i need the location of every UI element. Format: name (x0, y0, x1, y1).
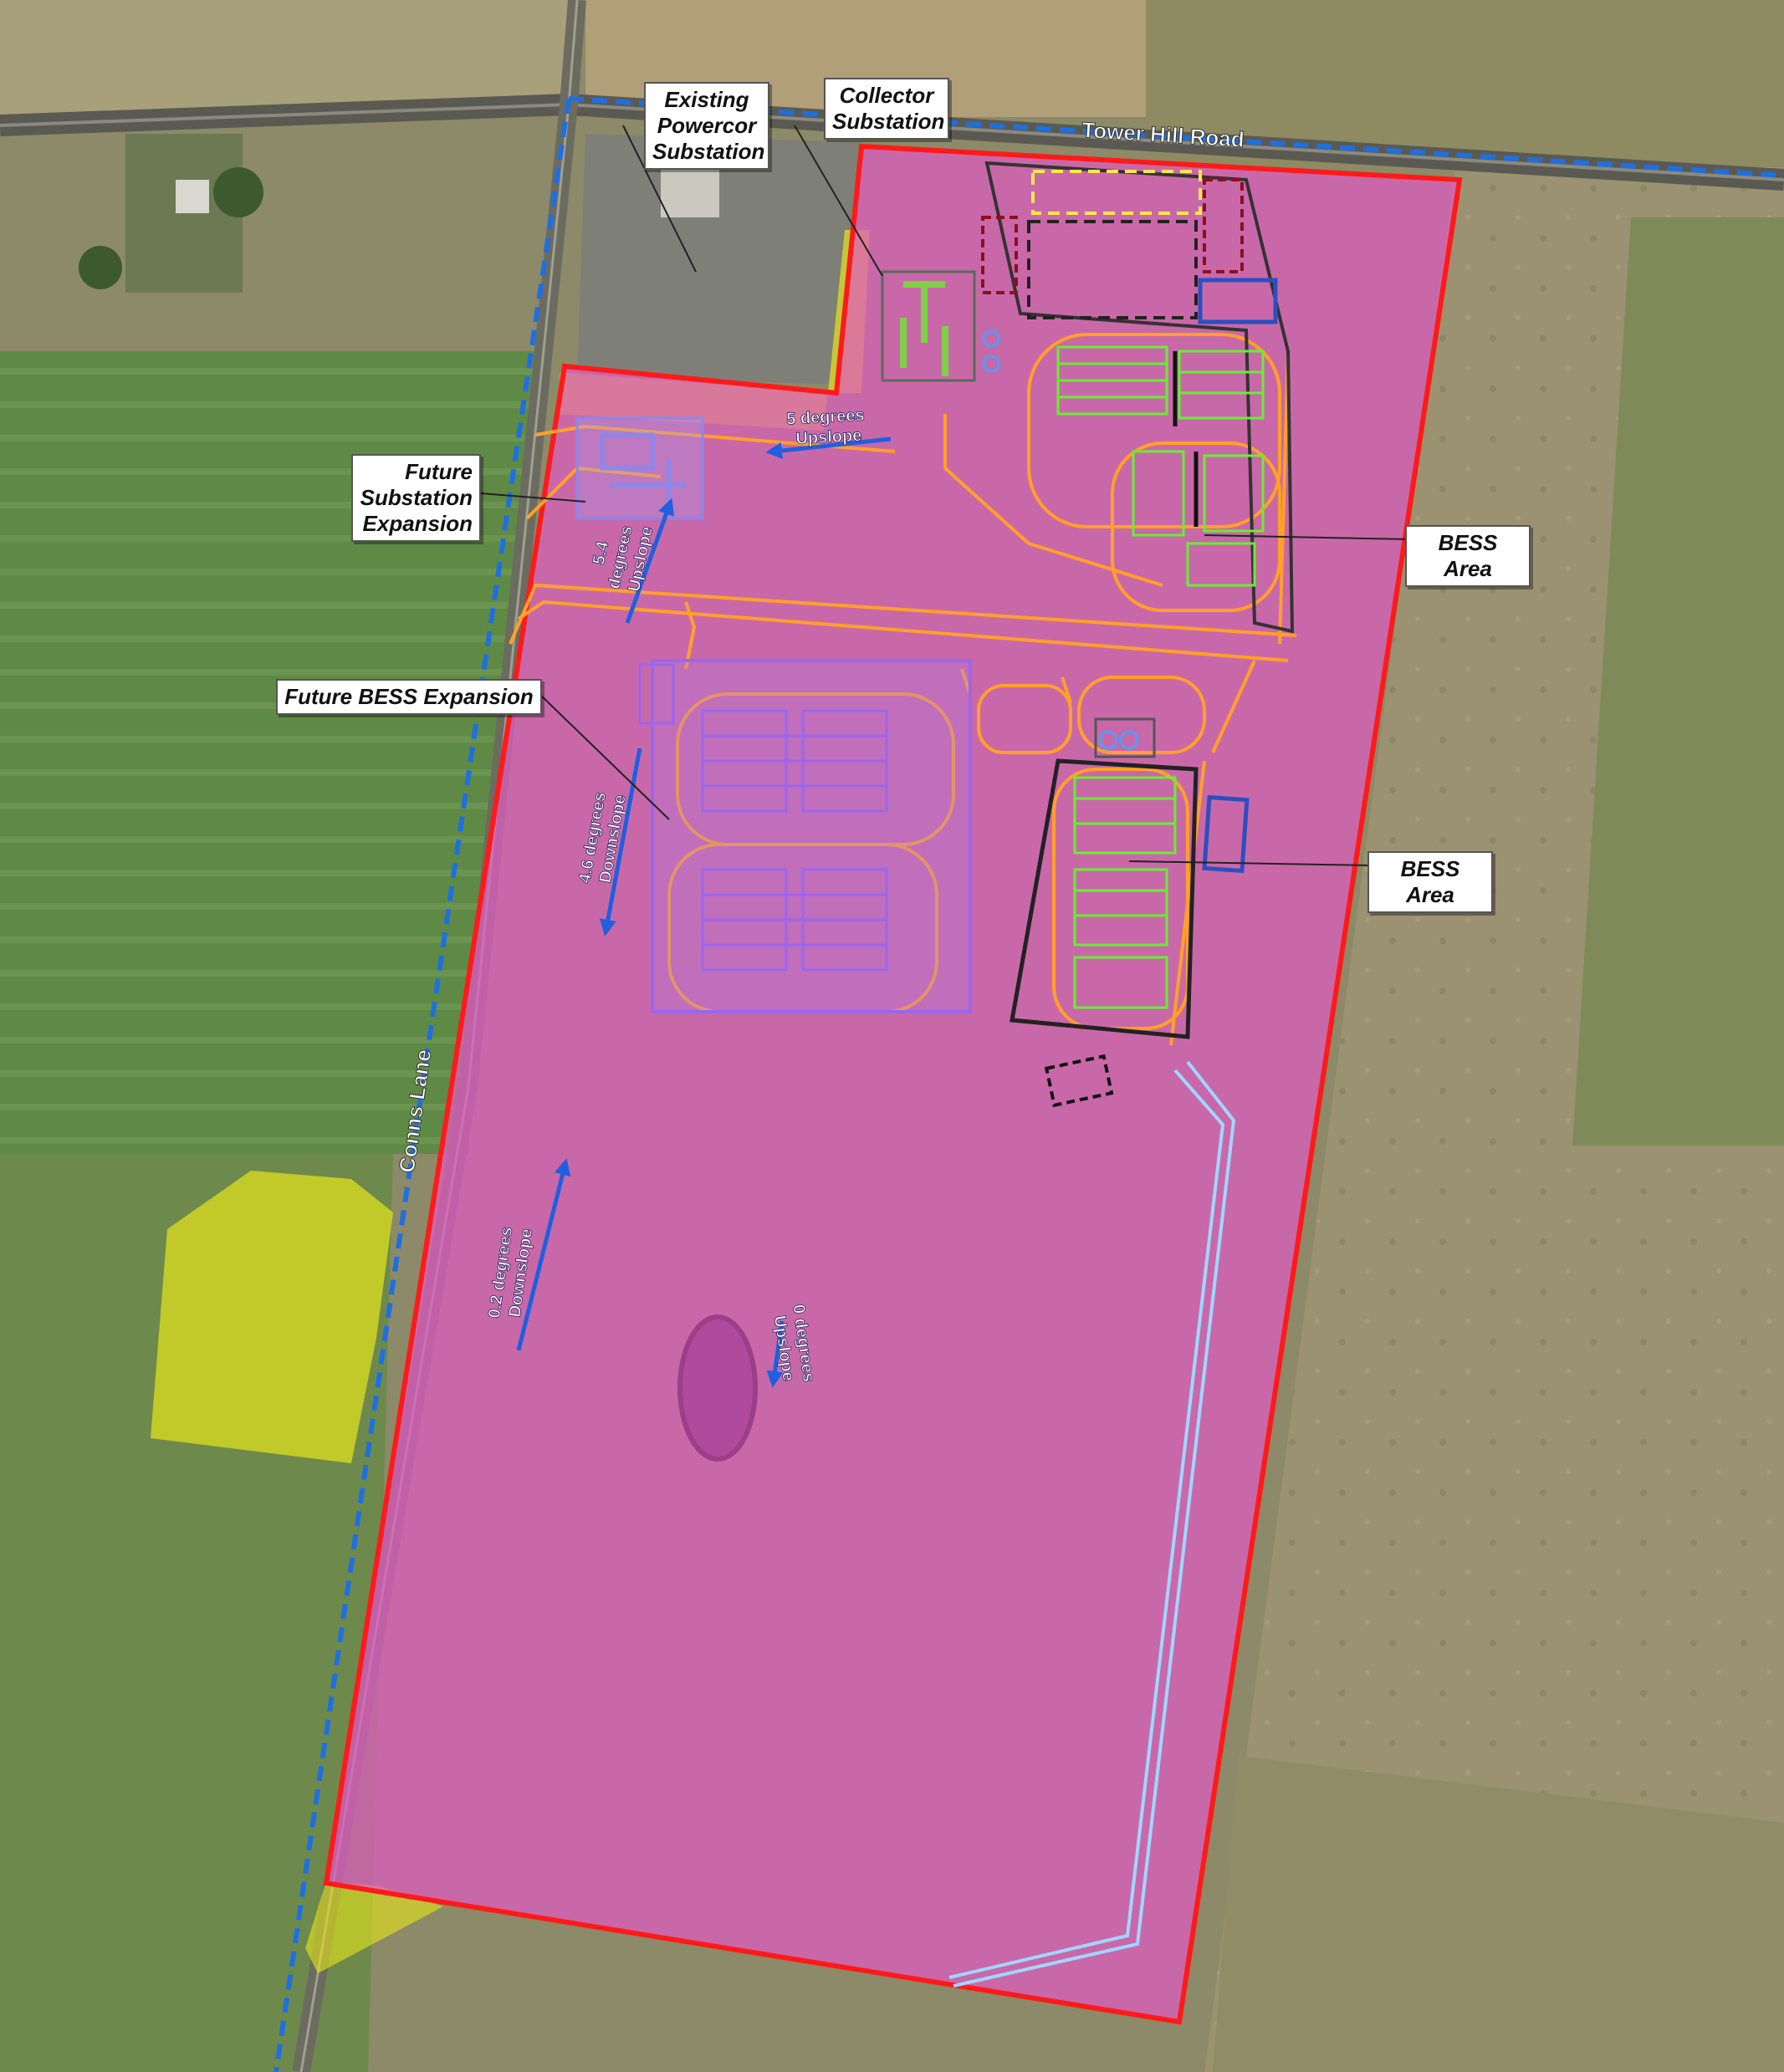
bess-area-1-units (1056, 345, 1265, 587)
bess-compound-north (984, 161, 1295, 634)
callout-line: Future (405, 459, 473, 484)
reserved-area-dashed (1044, 1054, 1114, 1108)
leader-lines (480, 125, 1410, 866)
slope-arrow (599, 748, 642, 936)
slope-label-5: 5 degrees Upslope (786, 406, 871, 448)
bess-divider (1173, 351, 1199, 527)
existing-substation-callout: Existing Powercor Substation (644, 82, 769, 170)
callout-line: Future BESS Expansion (284, 684, 534, 709)
substation-building (661, 167, 719, 217)
slope-arrow (766, 1320, 785, 1388)
tree (213, 167, 263, 217)
collector-substation (881, 270, 1000, 382)
reserved-area-yellow (1031, 170, 1202, 215)
callout-line: Substation (832, 109, 945, 134)
callout-line: Expansion (362, 511, 473, 536)
farm-dam (677, 1314, 758, 1462)
road-boundary-line (273, 98, 571, 2072)
field-southeast (1213, 1756, 1784, 2072)
drainage-channel (948, 1069, 1225, 1979)
drainage-channel (953, 1060, 1236, 1988)
water-tank-south (1202, 794, 1250, 874)
reserved-area-red (981, 216, 1018, 294)
callout-line: Substation (360, 485, 473, 510)
future-bess-callout: Future BESS Expansion (276, 679, 542, 715)
slope-arrow (516, 1158, 571, 1351)
slope-arrow (765, 436, 892, 459)
road-boundary-line (568, 96, 1784, 178)
callout-line: Powercor (657, 113, 757, 138)
green-field-west (0, 351, 535, 1154)
tank-icon (1119, 730, 1139, 750)
future-substation-expansion (575, 416, 704, 520)
callout-line: BESS Area (1438, 530, 1498, 581)
existing-substation-area (577, 134, 861, 385)
bess-area-2-callout: BESS Area (1367, 851, 1493, 913)
collector-substation-callout: Collector Substation (824, 78, 949, 140)
bess-area-1-callout: BESS Area (1405, 525, 1531, 587)
callout-line: Collector (839, 83, 934, 108)
tree (79, 246, 122, 289)
slope-arrow (625, 498, 675, 624)
future-bess-expansion (638, 659, 972, 1013)
farm-roof (176, 180, 209, 213)
callout-line: Existing (664, 87, 749, 112)
future-substation-callout: Future Substation Expansion (351, 454, 481, 542)
tank-icon (1098, 730, 1118, 750)
bess-area-2-units (1073, 776, 1177, 1009)
buffer-zone (151, 1171, 393, 1463)
callout-line: BESS Area (1400, 856, 1460, 907)
field-northeast (1146, 0, 1784, 167)
field-east-strip (1572, 217, 1784, 1146)
buffer-zone (305, 1881, 443, 1973)
site-boundary (323, 143, 1463, 2025)
field-northwest (0, 0, 569, 125)
callout-line: Substation (652, 139, 765, 164)
reserved-area-black (1027, 220, 1198, 319)
control-building (1094, 717, 1156, 758)
bess-compound-south (1010, 758, 1199, 1039)
water-tank-north (1198, 278, 1278, 324)
reserved-area-red (1203, 178, 1244, 273)
